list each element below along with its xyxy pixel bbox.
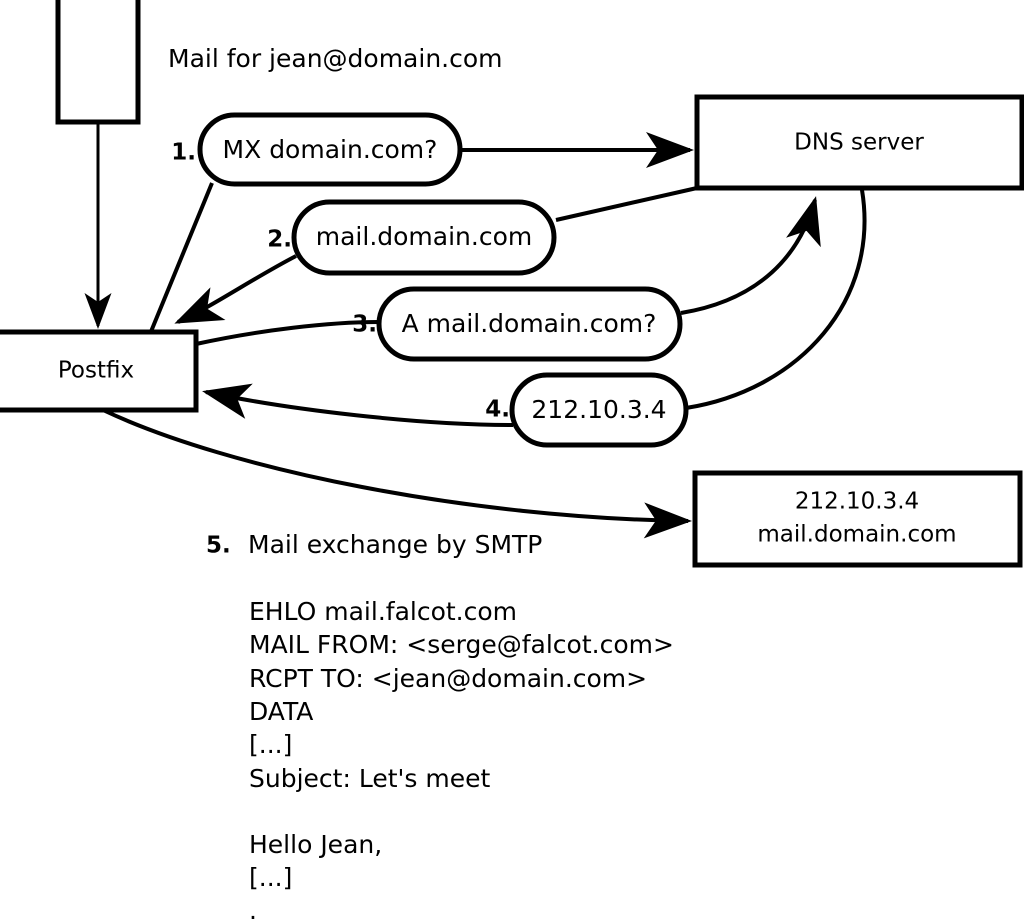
node-dns-label: DNS server — [794, 130, 924, 156]
transcript-line: RCPT TO: <jean@domain.com> — [249, 664, 647, 693]
bubble-step-3-label: A mail.domain.com? — [402, 309, 657, 338]
transcript-line: . — [249, 896, 257, 919]
transcript-line: DATA — [249, 697, 313, 726]
edge-bubble3-to-dns — [680, 196, 821, 315]
transcript-line: Hello Jean, — [249, 830, 382, 859]
edge-postfix-to-bubble1 — [148, 182, 214, 335]
edge-dns-to-bubble2 — [555, 186, 698, 222]
bubble-step-1-label: MX domain.com? — [223, 135, 438, 164]
bubble-step-4 — [509, 372, 689, 448]
step-2-number: 2. — [267, 227, 292, 253]
edge-postfix-to-remote — [102, 408, 692, 539]
page-title-note: Mail for jean@domain.com — [168, 44, 503, 73]
edge-dns-to-bubble4 — [685, 189, 867, 410]
node-remote-label-ip: 212.10.3.4 — [795, 489, 919, 515]
step-4-number: 4. — [485, 397, 510, 423]
transcript-line: [...] — [249, 730, 292, 759]
transcript-line: EHLO mail.falcot.com — [249, 597, 517, 626]
transcript-line: [...] — [249, 863, 292, 892]
step-3-number: 3. — [352, 312, 377, 338]
bubble-step-2-label: mail.domain.com — [316, 222, 532, 251]
edge-bubble2-to-postfix — [174, 254, 297, 324]
transcript-line: Subject: Let's meet — [249, 764, 490, 793]
step-1-number: 1. — [171, 140, 196, 166]
bubble-step-3 — [376, 286, 683, 362]
node-postfix-label: Postfix — [58, 358, 134, 384]
step-5-number: 5. — [206, 533, 231, 559]
transcript-line: MAIL FROM: <serge@falcot.com> — [249, 630, 674, 659]
node-remote-label-host: mail.domain.com — [757, 522, 956, 548]
node-dns-box — [694, 94, 1024, 191]
bubble-step-4-label: 212.10.3.4 — [531, 395, 666, 424]
step-5-caption: Mail exchange by SMTP — [248, 530, 542, 559]
edge-bubble4-to-postfix — [202, 383, 514, 427]
node-remote-box — [692, 470, 1023, 568]
node-client-box — [55, 0, 141, 125]
node-postfix-box — [0, 329, 199, 413]
bubble-step-1 — [197, 112, 463, 187]
bubble-step-2 — [291, 199, 557, 276]
edge-postfix-to-bubble3 — [195, 320, 379, 346]
